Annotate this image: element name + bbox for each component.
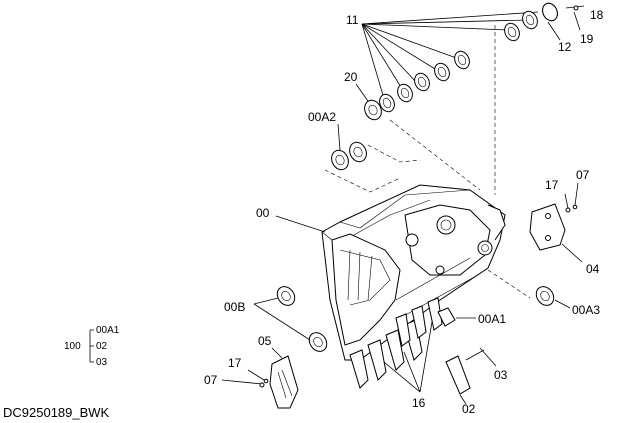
callout-16: 16 <box>412 396 426 410</box>
callout-05: 05 <box>258 334 272 348</box>
bom-child: 00A1 <box>96 325 120 336</box>
washers-11 <box>379 2 558 113</box>
bushings-00A2 <box>324 123 421 193</box>
callout-07-lower: 07 <box>204 373 218 387</box>
bushing-00A3 <box>535 286 571 309</box>
bom-child: 02 <box>96 341 108 352</box>
teeth-16 <box>349 297 443 393</box>
callout-12: 12 <box>558 40 572 54</box>
callout-20: 20 <box>344 70 358 84</box>
bom-child: 03 <box>96 357 108 368</box>
callout-04: 04 <box>586 262 600 276</box>
bom-parent: 100 <box>64 341 81 352</box>
bom-bracket <box>89 329 94 363</box>
leader-lines-11 <box>361 11 539 103</box>
callout-17-lower: 17 <box>228 356 242 370</box>
callout-11: 11 <box>346 13 359 27</box>
drawing-reference: DC9250189_BWK <box>3 405 110 420</box>
bushing-00A1 <box>437 307 476 327</box>
side-cutter-04 <box>529 182 583 263</box>
callout-00: 00 <box>256 206 270 220</box>
callout-00A1: 00A1 <box>478 312 507 326</box>
washer-20 <box>355 83 382 121</box>
callout-00A3: 00A3 <box>572 303 601 317</box>
callout-03: 03 <box>494 368 508 382</box>
callout-07-upper: 07 <box>576 168 590 182</box>
callout-02: 02 <box>462 402 476 416</box>
tooth-02-pin-03 <box>445 347 497 405</box>
callout-00A2: 00A2 <box>308 110 337 124</box>
callout-18: 18 <box>590 8 604 22</box>
side-cutter-05 <box>221 347 299 409</box>
callout-00B: 00B <box>224 300 246 314</box>
callout-19: 19 <box>580 32 594 46</box>
bushings-00B <box>253 286 328 352</box>
pin-19 <box>565 5 585 31</box>
bucket-body <box>321 184 506 361</box>
leader-00 <box>275 215 326 233</box>
callout-17-upper: 17 <box>545 178 559 192</box>
